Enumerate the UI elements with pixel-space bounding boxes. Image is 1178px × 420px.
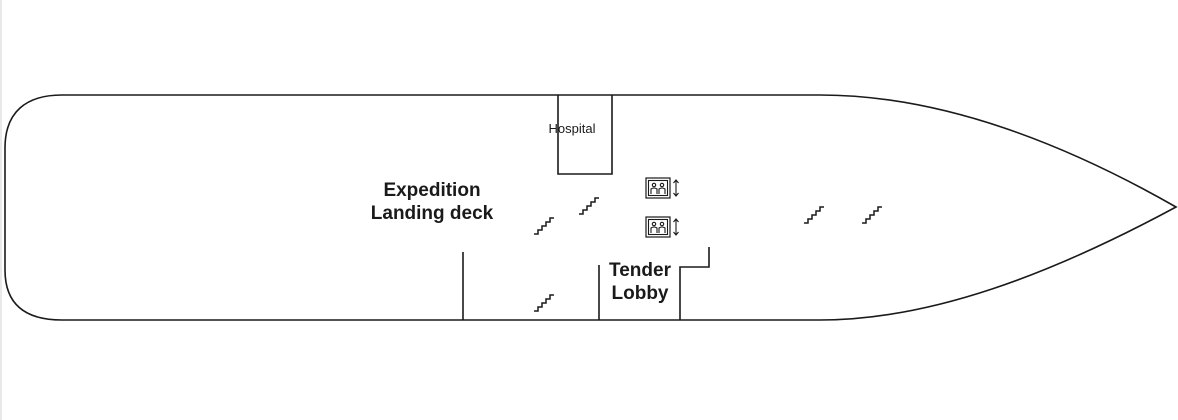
elevator-icon	[645, 216, 679, 238]
stairs-icon	[862, 206, 882, 224]
stairs-icon	[579, 197, 599, 215]
stairs-icon	[534, 217, 554, 235]
hospital-room-walls	[557, 95, 613, 175]
tender-label-line2: Lobby	[611, 282, 669, 304]
expedition-landing-deck-label: Expedition Landing deck	[352, 180, 512, 226]
elevator-icon	[645, 177, 679, 199]
tender-lobby-right-wall	[679, 247, 710, 320]
stairs-icon	[534, 294, 554, 312]
stairs-icon	[804, 206, 824, 224]
expedition-label-line1: Expedition	[383, 180, 481, 201]
tender-lobby-label: Tender Lobby	[597, 260, 683, 306]
tender-label-line1: Tender	[609, 260, 671, 281]
hospital-label: Hospital	[548, 121, 596, 136]
expedition-label-line2: Landing deck	[370, 202, 494, 224]
left-edge-strip	[0, 0, 2, 420]
ship-hull-outline	[4, 94, 1178, 321]
